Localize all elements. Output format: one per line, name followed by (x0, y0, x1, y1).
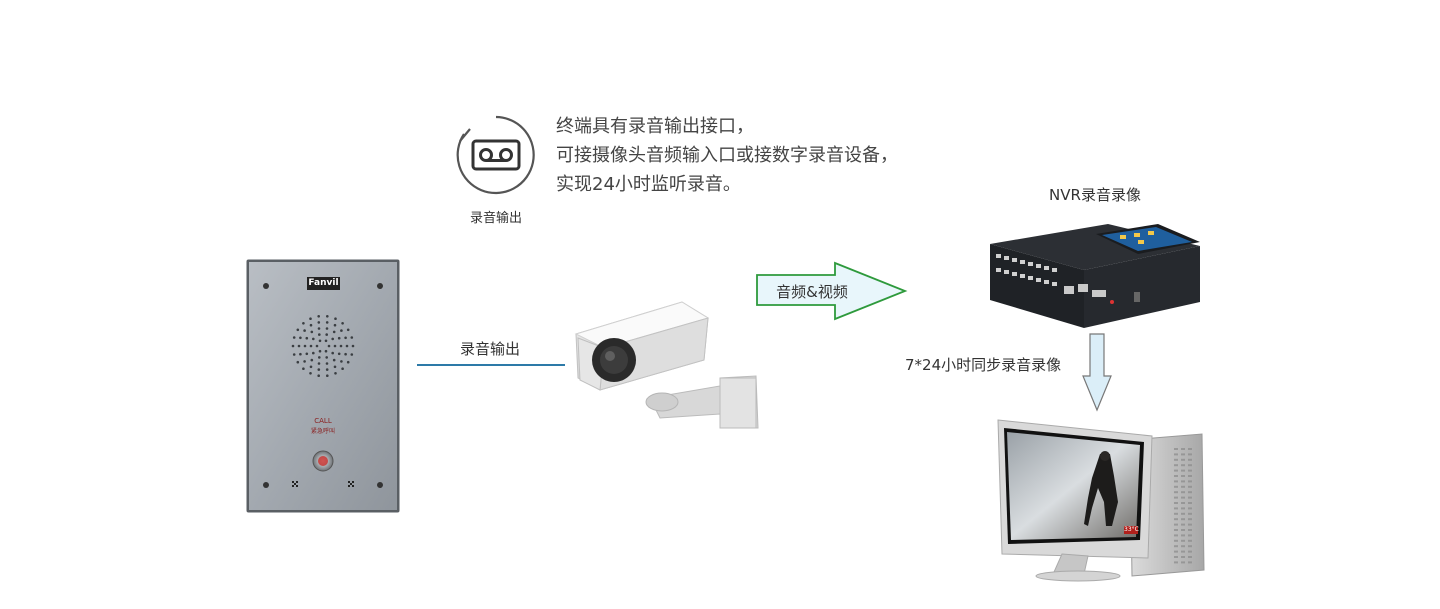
feature-line: 终端具有录音输出接口， (556, 116, 754, 137)
feature-description: 终端具有录音输出接口， 可接摄像头音频输入口或接数字录音设备， 实现24小时监听… (556, 112, 898, 199)
recording-output-label: 录音输出 (459, 340, 520, 358)
brand-logo: Fanvil (308, 278, 339, 288)
feature-line: 可接摄像头音频输入口或接数字录音设备， (556, 145, 898, 166)
record-label: 7*24小时同步录音录像 (905, 356, 1062, 374)
call-label: CALL (314, 417, 332, 425)
connection-line (417, 364, 565, 366)
nvr-device (988, 218, 1202, 330)
down-arrow (1082, 332, 1112, 412)
feature-caption: 录音输出 (469, 211, 522, 226)
monitor-overlay: 33°C (1124, 526, 1139, 533)
call-sublabel: 紧急呼叫 (310, 428, 335, 435)
av-arrow (755, 261, 909, 321)
feature-icon-wrap (456, 115, 536, 195)
av-arrow-label: 音频&视频 (776, 283, 848, 301)
monitor-workstation: 33°C (992, 418, 1208, 583)
intercom-device: Fanvil CALL 紧急呼叫 (246, 259, 400, 513)
feature-line: 实现24小时监听录音。 (556, 174, 741, 195)
nvr-title: NVR录音录像 (1049, 186, 1141, 204)
security-camera (570, 298, 762, 432)
tape-recorder-icon (456, 115, 535, 195)
